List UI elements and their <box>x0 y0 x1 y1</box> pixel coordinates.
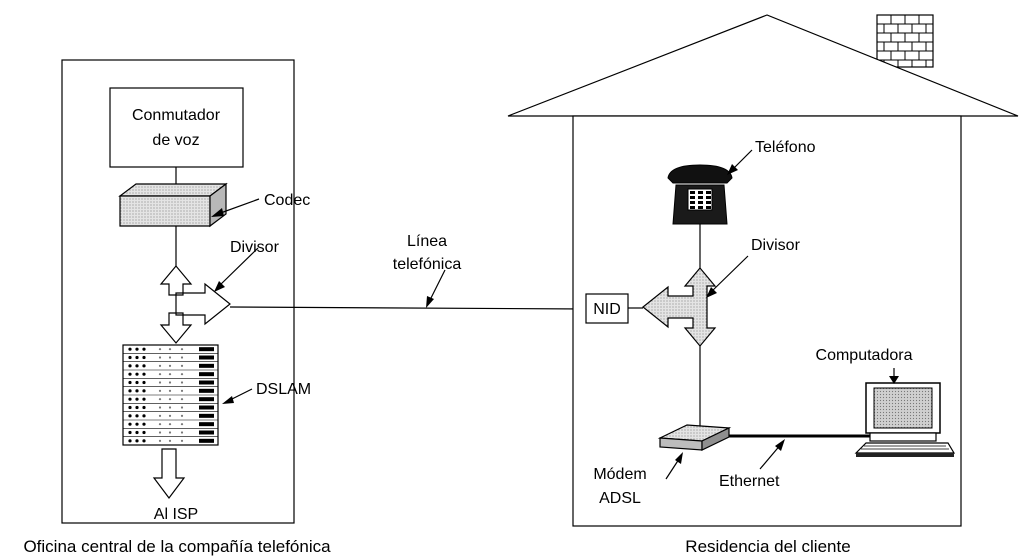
residence-caption: Residencia del cliente <box>685 537 850 556</box>
central-splitter-pointer-head <box>214 281 225 292</box>
customer-residence: Teléfono Divisor NID Módem ADSL Ethernet <box>507 14 1019 556</box>
modem-label-1: Módem <box>593 466 646 483</box>
computer-icon <box>854 382 956 457</box>
modem-pointer-head <box>675 452 683 464</box>
central-office-caption: Oficina central de la compañía telefónic… <box>23 537 331 556</box>
central-office: Conmutador de voz Codec Divisor DSLAM Al… <box>23 59 331 556</box>
codec-pointer-head <box>211 208 224 217</box>
residence-splitter-label: Divisor <box>751 237 801 254</box>
telephone-line: Línea telefónica <box>229 233 587 310</box>
voice-switch-label-1: Conmutador <box>132 107 221 124</box>
modem-label-2: ADSL <box>599 490 641 507</box>
computer-label: Computadora <box>816 347 913 364</box>
telephone-line-label-1: Línea <box>407 233 447 250</box>
residence-splitter-pointer-head <box>706 287 717 298</box>
isp-arrow <box>152 448 186 499</box>
ethernet-pointer-head <box>775 439 785 451</box>
house-body <box>572 115 962 527</box>
telephone-line-pointer-head <box>426 296 434 308</box>
computer-pointer-head <box>889 376 899 384</box>
central-splitter-pointer <box>217 247 259 288</box>
dslam-pointer-head <box>222 396 234 404</box>
chimney <box>876 14 934 68</box>
central-splitter <box>159 265 231 344</box>
dslam-rack <box>122 344 219 446</box>
voice-switch-box <box>109 87 244 168</box>
isp-label: Al ISP <box>154 506 198 523</box>
nid-label: NID <box>593 301 621 318</box>
house-roof <box>507 14 1019 117</box>
adsl-modem-icon <box>657 424 732 451</box>
telephone-label: Teléfono <box>755 139 816 156</box>
central-splitter-label: Divisor <box>230 239 280 256</box>
telephone-icon <box>667 164 733 225</box>
codec-label: Codec <box>264 192 310 209</box>
voice-switch-label-2: de voz <box>152 132 199 149</box>
codec-device <box>118 182 228 228</box>
dslam-label: DSLAM <box>256 381 311 398</box>
residence-splitter <box>642 267 717 347</box>
telephone-line-wire <box>229 306 587 310</box>
residence-splitter-pointer <box>709 255 749 294</box>
telephone-line-label-2: telefónica <box>393 256 462 273</box>
ethernet-label: Ethernet <box>719 473 780 490</box>
nid-box <box>585 293 629 324</box>
telephone-pointer-head <box>727 164 738 175</box>
